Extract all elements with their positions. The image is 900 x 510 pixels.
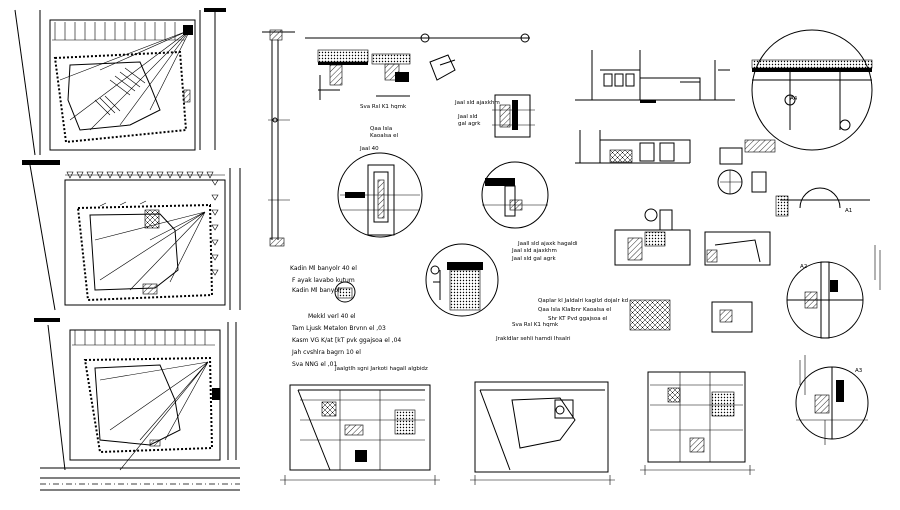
section-markers: A1 A2 A3 A4 — [790, 96, 863, 374]
detail-notes: Jaall sld ajaxk hagaldi Jaal sld ajaxkhm… — [495, 241, 628, 342]
note-2: F ayak lavabo kutum — [292, 277, 355, 284]
site-plan-2 — [22, 160, 241, 322]
note-4: Mekkl verl 40 el — [308, 313, 356, 320]
svg-text:Jaal sld: Jaal sld — [457, 114, 478, 120]
circle-detail-roof — [751, 29, 873, 151]
note-5: Tam Ljusk Metalon Brvnn el ,03 — [291, 325, 386, 332]
detail-note-8: Jrakldlar sehli hamdi Ihsalri — [495, 336, 571, 342]
detail-note-6: Shr KT Pvd ggajsoa el — [548, 316, 608, 322]
section-b — [704, 231, 771, 266]
circle-detail-right-2 — [795, 366, 869, 440]
section-c — [629, 299, 753, 333]
marker-a3: A3 — [855, 368, 863, 374]
svg-text:Qaa Isla: Qaa Isla — [370, 126, 392, 132]
roof-detail-strip — [305, 33, 530, 100]
detail-note-5: Qaa Isla Klalbnr Kaoalsa el — [538, 307, 611, 313]
notes-column: Kadin Ml banyolr 40 el F ayak lavabo kut… — [290, 265, 401, 368]
column-detail — [492, 94, 535, 138]
floor-plan-2 — [470, 381, 615, 485]
svg-text:gal agrk: gal agrk — [458, 121, 481, 127]
marker-a4: A4 — [790, 96, 798, 102]
small-hatch-detail — [334, 281, 356, 303]
note-7: Jah cvshlra bagrn 10 el — [291, 349, 361, 356]
svg-text:Sva Rsl K1 hqmk: Sva Rsl K1 hqmk — [360, 104, 407, 110]
note-3: Kadin Ml banyolr — [292, 287, 343, 294]
floor-plan-1: Jaalgtlh sgni Jarkoti hagall algbidz — [280, 366, 440, 485]
elevation-1 — [575, 50, 735, 103]
marker-a2: A2 — [800, 264, 807, 270]
note-1: Kadin Ml banyolr 40 el — [290, 265, 357, 272]
plan-caption: Jaalgtlh sgni Jarkoti hagall algbidz — [334, 366, 428, 372]
tree-row-top — [65, 171, 225, 179]
svg-text:Kaoalsa el: Kaoalsa el — [370, 133, 399, 139]
circle-detail-1 — [337, 152, 423, 238]
note-8: Sva NNG el ,01 — [292, 361, 337, 368]
detail-note-2: Jaal sld ajaxkhm — [511, 248, 557, 254]
svg-text:Jaal sld ajaxkhm: Jaal sld ajaxkhm — [454, 100, 500, 106]
svg-text:Jaal 40: Jaal 40 — [359, 146, 379, 152]
strip-annotations: Sva Rsl K1 hqmk Qaa Isla Kaoalsa el Jaal… — [359, 100, 500, 152]
circle-detail-3 — [425, 243, 499, 317]
detail-note-1: Jaall sld ajaxk hagaldi — [517, 241, 578, 247]
site-plan-3 — [40, 322, 240, 491]
detail-note-7: Sva Rsl K1 hqmk — [512, 322, 559, 328]
detail-note-3: Jaal sld gal agrk — [511, 256, 557, 262]
right-vertical-annotations — [799, 245, 881, 445]
note-6: Kasm VG K/at [kT pvk ggajsoa el ,04 — [292, 337, 401, 344]
misc-small-details — [717, 139, 870, 217]
elevation-2 — [575, 130, 691, 164]
vertical-wall-section — [262, 29, 295, 247]
circle-detail-2 — [481, 161, 549, 229]
section-a — [614, 208, 691, 266]
floor-plan-3 — [640, 371, 755, 475]
detail-note-4: Qaplar kl Jaldalri kagilzl dojalr kd — [538, 298, 628, 304]
site-plan-1 — [14, 8, 226, 164]
circle-detail-right-1 — [786, 261, 864, 339]
marker-a1: A1 — [845, 208, 852, 214]
